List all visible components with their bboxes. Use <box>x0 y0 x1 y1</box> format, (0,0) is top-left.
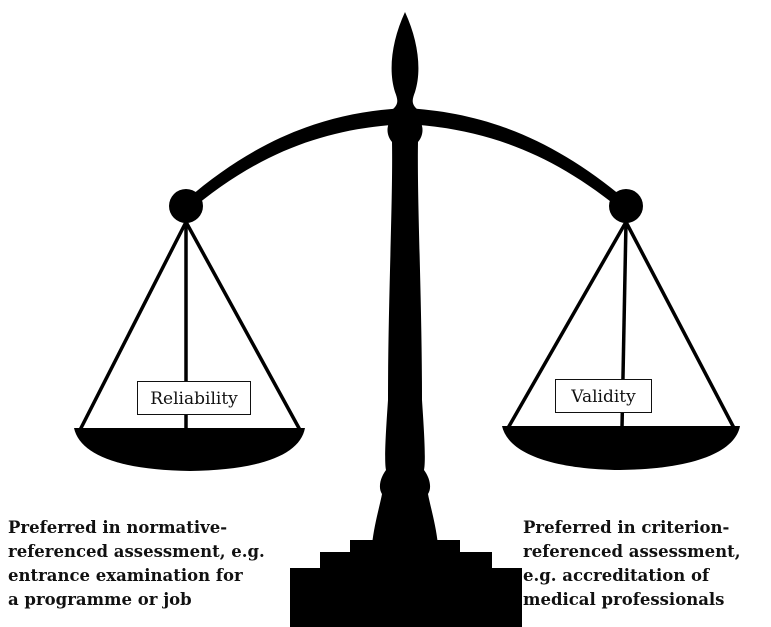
scale-beam <box>186 108 626 214</box>
left-caption-line: entrance examination for <box>8 566 243 585</box>
right-caption-line: medical professionals <box>523 590 725 609</box>
beam-knob-right <box>609 189 643 223</box>
scale-base-middle <box>320 552 492 572</box>
right-pan <box>502 426 740 470</box>
right-caption: Preferred in criterion- referenced asses… <box>523 516 740 612</box>
right-caption-line: Preferred in criterion- <box>523 518 730 537</box>
right-caption-line: referenced assessment, <box>523 542 741 561</box>
left-caption: Preferred in normative- referenced asses… <box>8 516 265 612</box>
right-caption-line: e.g. accreditation of <box>523 566 710 585</box>
validity-label: Validity <box>555 379 652 413</box>
left-pan <box>74 428 305 471</box>
left-caption-line: Preferred in normative- <box>8 518 228 537</box>
left-caption-line: referenced assessment, e.g. <box>8 542 265 561</box>
beam-knob-left <box>169 189 203 223</box>
scale-pillar <box>372 12 438 545</box>
left-caption-line: a programme or job <box>8 590 192 609</box>
scale-base-bottom <box>290 568 522 627</box>
reliability-label: Reliability <box>137 381 251 415</box>
